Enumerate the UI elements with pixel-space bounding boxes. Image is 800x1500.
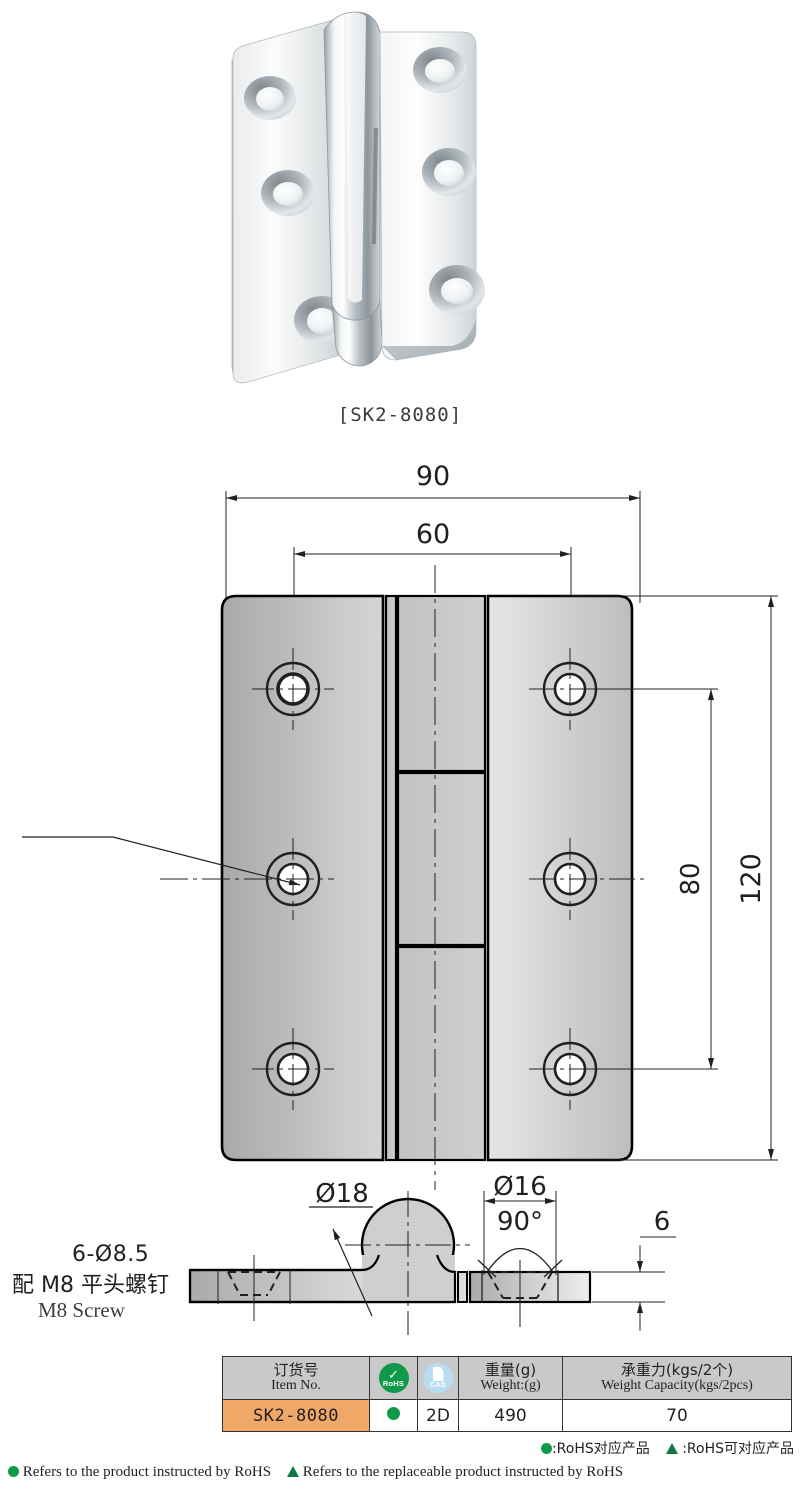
dim-label-knuckle-diameter: Ø18 [315, 1179, 369, 1209]
dim-label-plate-thickness: 6 [654, 1207, 671, 1237]
header-capacity-en: Weight Capacity(kgs/2pcs) [601, 1377, 753, 1393]
cad-icon: CAD [423, 1363, 453, 1393]
dia18-leader [309, 1206, 373, 1317]
table-header-row: 订货号 Item No. ✓ RoHS CAD 重量(g) [222, 1356, 792, 1400]
knuckle-segment-top [396, 594, 487, 773]
screw-spec-label-cn: 配 M8 平头螺钉 [12, 1273, 169, 1298]
legend-chinese: :RoHS对应产品 :RoHS可对应产品 [540, 1438, 794, 1458]
knuckle-strip-left [384, 594, 398, 1162]
dim-label-hole-pitch-height: 80 [676, 862, 706, 895]
dim-label-overall-width: 90 [416, 461, 450, 492]
cell-weight: 490 [458, 1399, 563, 1432]
legend-en-circle-text: Refers to the product instructed by RoHS [22, 1464, 272, 1480]
green-triangle-icon [665, 1443, 678, 1454]
screw-spec-label-en: M8 Screw [38, 1298, 125, 1322]
header-item-no-cn: 订货号 [273, 1360, 319, 1379]
hinge-photo-svg [231, 11, 485, 384]
hole-left-middle [160, 838, 334, 920]
green-circle-icon-en [8, 1466, 19, 1477]
header-capacity: 承重力(kgs/2个) Weight Capacity(kgs/2pcs) [562, 1356, 792, 1400]
hole-right-top [529, 648, 662, 730]
dim-label-countersink-diameter: Ø16 [493, 1172, 547, 1202]
dim-dia16 [483, 1191, 557, 1275]
cell-cad: 2D [417, 1399, 459, 1432]
product-photo [0, 0, 800, 400]
green-dot-icon [387, 1406, 400, 1420]
header-cad: CAD [417, 1356, 459, 1400]
countersink-edges-right [481, 1270, 559, 1303]
countersink-edges-left [217, 1269, 291, 1304]
legend-cn-triangle-text: :RoHS可对应产品 [682, 1441, 794, 1457]
hinge-knuckle [323, 11, 383, 367]
dim-label-hole-pitch-width: 60 [416, 519, 450, 550]
dim-overall-width [225, 491, 641, 603]
legend-english: Refers to the product instructed by RoHS… [8, 1464, 792, 1481]
cad-icon-label: CAD [429, 1382, 447, 1389]
right-leaf [379, 31, 485, 361]
dim-hole-pitch-height [596, 688, 718, 1070]
technical-drawing-svg: 90 60 80 120 Ø18 Ø16 90° 6 [22, 461, 778, 1335]
table-row: SK2-8080 2D 490 70 [222, 1399, 792, 1432]
header-item-no: 订货号 Item No. [222, 1356, 370, 1400]
hole-right-middle [529, 838, 648, 920]
header-weight-cn: 重量(g) [484, 1360, 537, 1379]
rohs-leaf-icon: ✓ [388, 1367, 399, 1383]
green-triangle-icon-en [287, 1466, 300, 1477]
side-view [188, 1191, 676, 1335]
hole-left-top [252, 648, 334, 730]
cell-rohs [369, 1399, 418, 1432]
cell-item-no: SK2-8080 [222, 1399, 370, 1432]
rohs-icon-label: RoHS [382, 1379, 405, 1389]
green-circle-icon [540, 1443, 552, 1454]
hole-left-bottom [252, 1028, 334, 1110]
countersink-angle-arc [486, 1247, 554, 1273]
header-capacity-cn: 承重力(kgs/2个) [620, 1360, 734, 1379]
header-weight: 重量(g) Weight:(g) [458, 1356, 563, 1400]
hole-spec-label: 6-Ø8.5 [72, 1242, 150, 1267]
dim-thickness [592, 1236, 676, 1331]
header-rohs: ✓ RoHS [369, 1356, 418, 1400]
hole-callout-leader [22, 836, 301, 886]
product-model-caption: [SK2-8080] [337, 404, 463, 426]
dim-label-countersink-angle: 90° [497, 1207, 543, 1237]
header-weight-en: Weight:(g) [480, 1377, 541, 1393]
hole-right-bottom [529, 1028, 662, 1110]
cell-capacity: 70 [562, 1399, 792, 1432]
knuckle-segment-bottom [396, 945, 487, 1162]
right-leaf-holes [413, 47, 485, 315]
legend-cn-circle-text: :RoHS对应产品 [551, 1441, 650, 1457]
header-item-no-en: Item No. [271, 1377, 321, 1393]
dim-overall-height [560, 595, 778, 1161]
dim-label-overall-height: 120 [736, 853, 767, 905]
cad-page-icon [432, 1367, 444, 1381]
knuckle-segment-middle [396, 771, 487, 947]
technical-drawing: 90 60 80 120 Ø18 Ø16 90° 6 6-Ø8.5 配 M8 平… [0, 455, 800, 1345]
legend-en-triangle-text: Refers to the replaceable product instru… [302, 1464, 624, 1480]
rohs-icon: ✓ RoHS [378, 1363, 409, 1393]
specification-table: 订货号 Item No. ✓ RoHS CAD 重量(g) [222, 1356, 792, 1432]
